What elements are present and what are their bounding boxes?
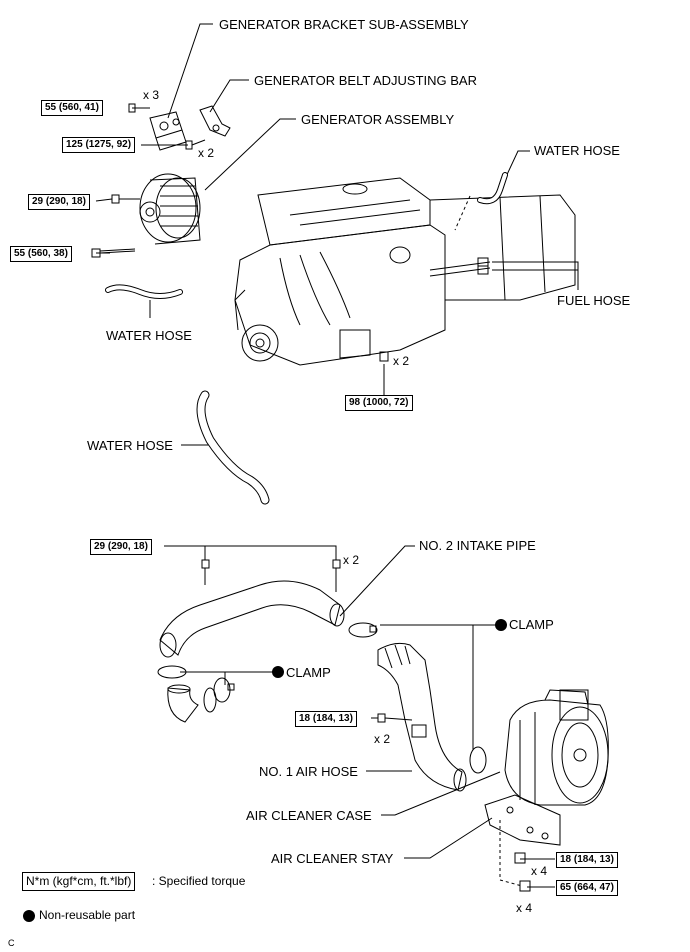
air-cleaner-stay-drawing	[484, 794, 561, 846]
bolt-generator-lower	[91, 248, 136, 258]
legend-nonreusable-text: Non-reusable part	[39, 908, 136, 922]
generator-bracket-drawing	[149, 111, 187, 151]
torque-stay-nut-lower: 65 (664, 47)	[556, 880, 618, 896]
stay-nut-upper	[514, 852, 526, 864]
fuel-hose-drawing	[477, 257, 489, 275]
torque-stay-nut-upper: 18 (184, 13)	[556, 852, 618, 868]
qty-engine-nut: x 2	[393, 354, 410, 368]
generator-drawing	[139, 173, 201, 245]
leader-clamp-right	[472, 624, 495, 750]
stay-bolt-dash	[499, 820, 523, 887]
label-generator-bracket: GENERATOR BRACKET SUB-ASSEMBLY	[219, 17, 469, 32]
label-fuel-hose: FUEL HOSE	[557, 293, 631, 308]
clamp-right-drawing	[348, 622, 487, 774]
torque-engine-nut: 98 (1000, 72)	[345, 395, 413, 411]
label-no1-air-hose: NO. 1 AIR HOSE	[259, 764, 358, 779]
legend-torque-desc: : Specified torque	[152, 874, 246, 888]
leader-generator-bracket	[167, 23, 213, 119]
stay-nut-lower	[519, 880, 531, 892]
no1-air-hose-drawing	[377, 642, 467, 792]
qty-air-hose-bolt: x 2	[374, 732, 391, 746]
bolt-adjbar	[185, 139, 206, 150]
leader-belt-adjusting-bar	[209, 79, 249, 113]
figure-id: C	[8, 938, 15, 948]
label-water-hose-top: WATER HOSE	[534, 143, 620, 158]
label-water-hose-lower: WATER HOSE	[87, 438, 173, 453]
leader-no2-intake	[339, 545, 415, 617]
legend-torque-unit: N*m (kgf*cm, ft.*lbf)	[22, 872, 136, 891]
qty-bracket-bolt: x 3	[143, 88, 160, 102]
torque-air-hose-bolt: 18 (184, 13)	[295, 711, 357, 727]
nonreusable-dot-clamp-right	[495, 619, 507, 631]
torque-adjbar-bolt: 125 (1275, 92)	[62, 137, 136, 153]
torque-bracket-bolt: 55 (560, 41)	[41, 100, 103, 116]
bolt-bracket	[128, 103, 150, 113]
engine-drawing	[234, 177, 576, 366]
qty-adjbar-bolt: x 2	[198, 146, 215, 160]
label-clamp-right: CLAMP	[509, 617, 554, 632]
nonreusable-dot-clamp-left	[272, 666, 284, 678]
legend-nonreusable-dot	[23, 910, 35, 922]
qty-stay-nut-upper: x 4	[531, 864, 548, 878]
leader-air-cleaner-case	[381, 771, 501, 816]
leader-generator-assembly	[204, 118, 296, 191]
elbow-hose-drawing	[167, 684, 217, 723]
leader-air-cleaner-stay	[404, 817, 493, 859]
adjusting-bar-drawing	[199, 105, 231, 137]
label-air-cleaner-case: AIR CLEANER CASE	[246, 808, 372, 823]
bolt-generator-upper	[111, 194, 140, 204]
label-belt-adjusting-bar: GENERATOR BELT ADJUSTING BAR	[254, 73, 477, 88]
leader-fuel-hose-a	[492, 261, 579, 290]
clamp-left-drawing	[157, 665, 235, 703]
water-hose-top-dash	[454, 195, 471, 231]
label-clamp-left: CLAMP	[286, 665, 331, 680]
label-no2-intake-pipe: NO. 2 INTAKE PIPE	[419, 538, 536, 553]
leader-t29-pipe	[164, 545, 337, 560]
qty-intake-pipe-bolt: x 2	[343, 553, 360, 567]
qty-stay-nut-lower: x 4	[516, 901, 533, 915]
label-water-hose-left: WATER HOSE	[106, 328, 192, 343]
air-cleaner-case-drawing	[504, 689, 609, 806]
no2-intake-pipe-drawing	[159, 559, 345, 658]
label-air-cleaner-stay: AIR CLEANER STAY	[271, 851, 394, 866]
leader-t29-gen	[95, 198, 113, 202]
torque-generator-bolt-lower: 55 (560, 38)	[10, 246, 72, 262]
torque-generator-bolt-upper: 29 (290, 18)	[28, 194, 90, 210]
label-generator-assembly: GENERATOR ASSEMBLY	[301, 112, 455, 127]
torque-intake-pipe-bolt: 29 (290, 18)	[90, 539, 152, 555]
